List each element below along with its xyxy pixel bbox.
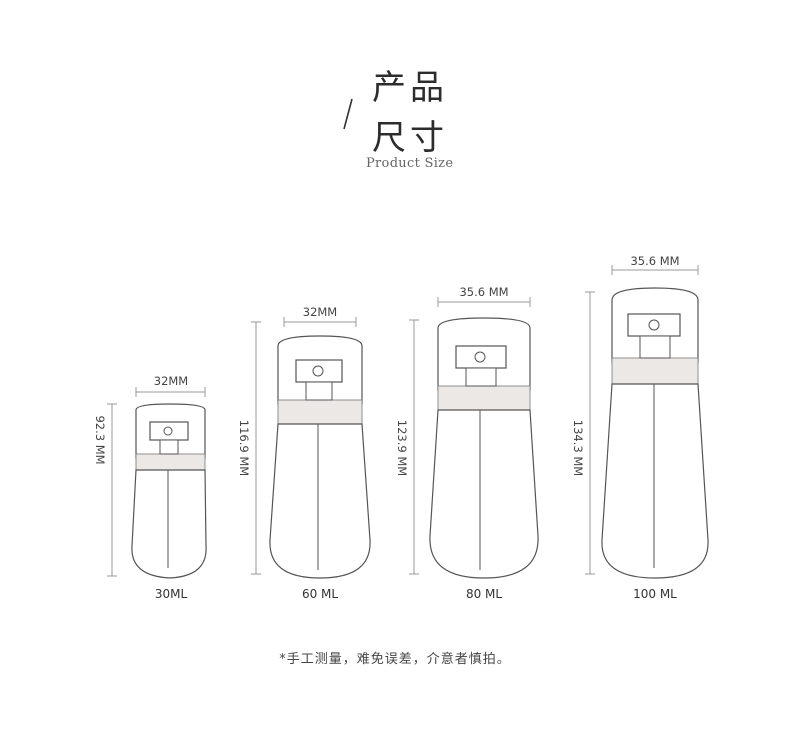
height-dimension: 134.3 MM <box>571 291 595 575</box>
height-label: 123.9 MM <box>395 420 409 476</box>
bottle-100ml: 35.6 MM 134.3 MM 100 ML <box>571 254 709 601</box>
capacity-label: 30ML <box>155 587 188 601</box>
height-dimension: 92.3 MM <box>93 403 117 577</box>
slash-divider <box>343 98 353 130</box>
height-dimension: 123.9 MM <box>395 319 419 575</box>
bottle-30ml: 32MM 92.3 MM 30ML <box>93 374 207 601</box>
height-label: 116.9 MM <box>237 420 251 476</box>
height-label: 92.3 MM <box>93 415 107 464</box>
page-subtitle: Product Size <box>366 156 454 171</box>
page-title-line1: 产品 <box>372 68 448 108</box>
width-label: 35.6 MM <box>459 285 508 299</box>
height-label: 134.3 MM <box>571 420 585 476</box>
page-title-line2: 尺寸 <box>372 118 448 158</box>
width-label: 32MM <box>154 374 188 388</box>
width-dimension: 32MM <box>135 374 206 397</box>
width-dimension: 32MM <box>283 305 357 327</box>
bottle-80ml: 35.6 MM 123.9 MM 80 ML <box>395 285 539 601</box>
measurement-note: *手工测量，难免误差，介意者慎拍。 <box>279 652 511 667</box>
title-block: 产品 尺寸 Product Size <box>0 0 790 180</box>
width-label: 32MM <box>303 305 337 319</box>
width-dimension: 35.6 MM <box>611 254 699 275</box>
width-dimension: 35.6 MM <box>437 285 531 307</box>
capacity-label: 80 ML <box>466 587 502 601</box>
height-dimension: 116.9 MM <box>237 321 261 575</box>
bottle-60ml: 32MM 116.9 MM 60 ML <box>237 305 371 601</box>
capacity-label: 60 ML <box>302 587 338 601</box>
width-label: 35.6 MM <box>630 254 679 268</box>
capacity-label: 100 ML <box>633 587 677 601</box>
